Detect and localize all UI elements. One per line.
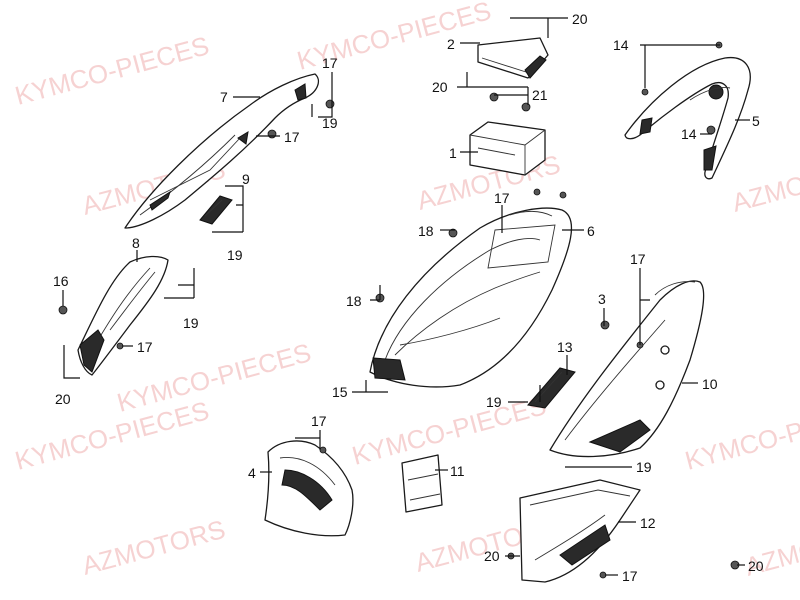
- callout-1: 1: [449, 145, 457, 161]
- callout-20: 20: [748, 558, 764, 574]
- callout-2: 2: [447, 36, 455, 52]
- callout-5: 5: [752, 113, 760, 129]
- part-4-front-cover: [264, 440, 354, 537]
- callout-20: 20: [55, 391, 71, 407]
- callout-17: 17: [630, 251, 646, 267]
- part-11-label: [401, 454, 443, 513]
- watermark-text: KYMCO-PIECES: [12, 30, 212, 111]
- callout-16: 16: [53, 273, 69, 289]
- callout-7: 7: [220, 89, 228, 105]
- leader-lines: [62, 17, 750, 576]
- part-9-bracket: [199, 195, 233, 225]
- callout-17: 17: [322, 55, 338, 71]
- callout-20: 20: [484, 548, 500, 564]
- callout-15: 15: [332, 384, 348, 400]
- watermark-text: AZMOTORS: [79, 514, 229, 581]
- callout-10: 10: [702, 376, 718, 392]
- callout-14: 14: [613, 37, 629, 53]
- watermark-text: KYMCO-PIECES: [12, 395, 212, 476]
- part-13-trim: [527, 367, 576, 409]
- part-12-lower-side-cover: [519, 479, 641, 583]
- callout-17: 17: [284, 129, 300, 145]
- callout-14: 14: [681, 126, 697, 142]
- part-6-storage-trunk: [369, 207, 573, 388]
- callout-4: 4: [248, 465, 256, 481]
- callout-17: 17: [311, 413, 327, 429]
- callout-20: 20: [572, 11, 588, 27]
- callout-13: 13: [557, 339, 573, 355]
- callout-20: 20: [432, 79, 448, 95]
- callout-19: 19: [636, 459, 652, 475]
- callout-19: 19: [486, 394, 502, 410]
- callout-19: 19: [227, 247, 243, 263]
- callout-18: 18: [418, 223, 434, 239]
- callout-3: 3: [598, 291, 606, 307]
- watermark-text: AZMOTORS: [729, 151, 800, 218]
- watermark-text: KYMCO-PIECES: [682, 395, 800, 476]
- callout-11: 11: [450, 463, 465, 479]
- callout-9: 9: [242, 171, 250, 187]
- callout-17: 17: [137, 339, 153, 355]
- callout-19: 19: [183, 315, 199, 331]
- callout-19: 19: [322, 115, 338, 131]
- callout-21: 21: [532, 87, 548, 103]
- callout-12: 12: [640, 515, 656, 531]
- callout-8: 8: [132, 235, 140, 251]
- callout-6: 6: [587, 223, 595, 239]
- part-7-rear-side-cover: [124, 73, 319, 229]
- callout-17: 17: [622, 568, 638, 584]
- part-10-side-cover-right: [549, 280, 705, 458]
- part-5-grab-rail: [624, 56, 751, 180]
- callout-18: 18: [346, 293, 362, 309]
- part-8-side-panel: [77, 255, 169, 376]
- callout-17: 17: [494, 190, 510, 206]
- part-2-plate: [477, 37, 549, 79]
- part-1-battery-box: [469, 121, 546, 176]
- callout-labels: 1 2 3 4 5 6 7 8 9 10 11 12 13 14 14 15 1…: [53, 11, 764, 584]
